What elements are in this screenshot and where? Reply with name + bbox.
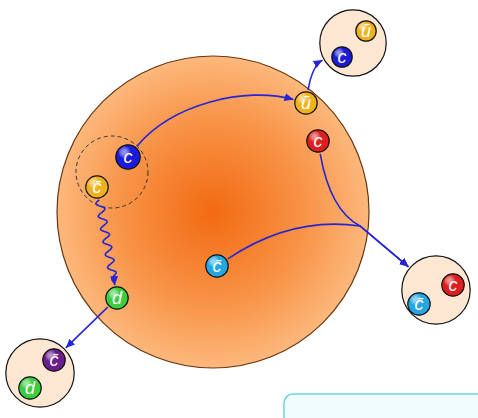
quark-circle: ū (294, 91, 318, 115)
quark-label: d (18, 376, 42, 400)
quark-circle: c̄ (407, 292, 431, 316)
quark-label: c (115, 144, 141, 170)
hadron-circle: c c̄ (401, 255, 471, 325)
quark-trajectory (320, 154, 408, 267)
hadron-outline (5, 338, 75, 408)
circle-outline (116, 145, 140, 169)
panel-edge (284, 394, 478, 418)
pair-ring (76, 136, 148, 208)
quark-trajectory (137, 95, 294, 146)
quark-circle: c (306, 129, 330, 153)
quark-trajectory (308, 60, 322, 90)
quark-label: ū (355, 20, 377, 42)
hadron-circle: ūc (319, 9, 387, 77)
quark-circle: d (18, 376, 42, 400)
circle-outline (408, 293, 430, 315)
quark-circle: c̄ (85, 175, 109, 199)
quark-fill (442, 274, 464, 296)
quark-label: c̄ (205, 254, 229, 278)
circle-outline (6, 339, 74, 407)
quark-fill (307, 130, 329, 152)
quark-fill (116, 145, 140, 169)
circle-outline (402, 256, 470, 324)
quark-fill (19, 377, 41, 399)
quark-fill (86, 176, 108, 198)
quark-circle: ū (355, 20, 377, 42)
quark-fill (43, 349, 65, 371)
quark-label: c̄ (85, 175, 109, 199)
quark-circle: c̄ (42, 348, 66, 372)
quark-label: d (105, 286, 129, 310)
circle-outline (206, 255, 228, 277)
circle-outline (295, 92, 317, 114)
circle-outline (442, 274, 464, 296)
quark-fill (206, 255, 228, 277)
quark-fill (295, 92, 317, 114)
quark-label: c (331, 46, 353, 68)
quark-fill (332, 47, 352, 67)
circle-outline (332, 47, 352, 67)
quark-label: c̄ (407, 292, 431, 316)
circle-outline (106, 287, 128, 309)
quark-fill (356, 21, 376, 41)
circle-outline (307, 130, 329, 152)
quark-circle: c (115, 144, 141, 170)
circle-outline (86, 176, 108, 198)
quark-trajectory (228, 224, 409, 267)
quark-label: c̄ (42, 348, 66, 372)
quark-circle: c (331, 46, 353, 68)
gluon-line (96, 200, 116, 285)
quark-label: ū (294, 91, 318, 115)
quark-trajectory (66, 307, 108, 348)
circle-outline (356, 21, 376, 41)
hadron-outline (319, 9, 387, 77)
hadron-circle: c̄d (5, 338, 75, 408)
quark-label: c (441, 273, 465, 297)
quark-fill (408, 293, 430, 315)
circle-outline (320, 10, 386, 76)
circle-outline (19, 377, 41, 399)
quark-circle: d (105, 286, 129, 310)
quark-label: c (306, 129, 330, 153)
quark-circle: c (441, 273, 465, 297)
fireball (57, 56, 369, 368)
circle-outline (43, 349, 65, 371)
quark-fill (106, 287, 128, 309)
quark-circle: c̄ (205, 254, 229, 278)
